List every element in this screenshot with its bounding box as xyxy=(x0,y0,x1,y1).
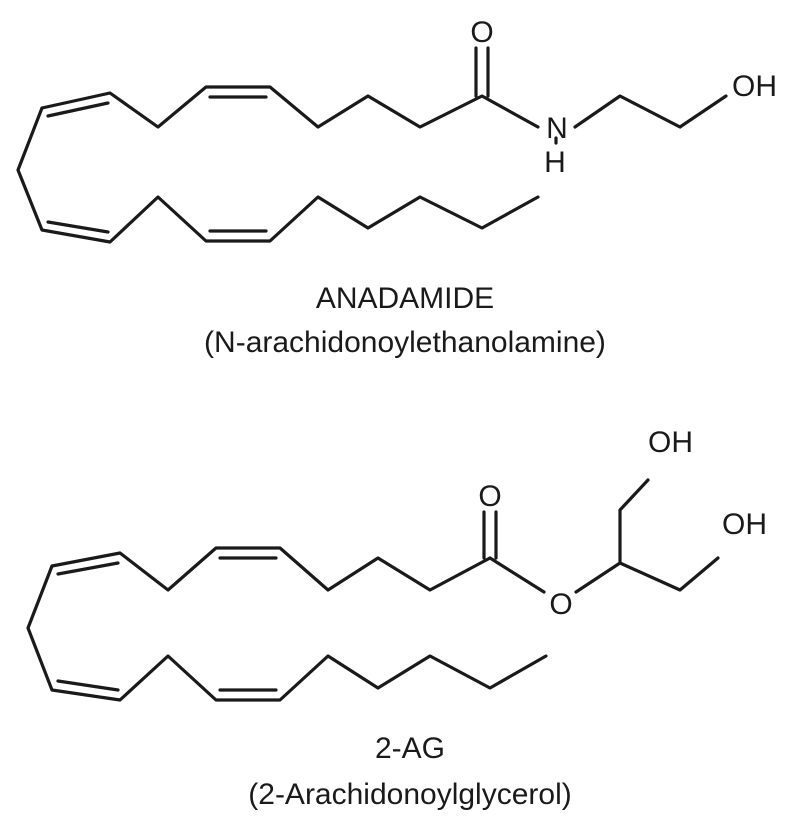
2-ag-structure: O O OH OH 2-AG (2-Arachidonoylglycerol) xyxy=(26,426,767,811)
anandamide-hydroxyl: OH xyxy=(732,70,777,103)
anandamide-tail xyxy=(16,106,540,244)
anandamide-carbonyl-oxygen: O xyxy=(470,16,493,49)
anandamide-amide-nitrogen: N xyxy=(546,112,568,145)
anandamide-amide-hydrogen: H xyxy=(544,146,566,179)
2-ag-double-bond-1 xyxy=(56,561,120,576)
2-ag-ester-oxygen: O xyxy=(549,588,572,621)
anandamide-subtitle: (N-arachidonoylethanolamine) xyxy=(204,326,606,359)
2-ag-subtitle: (2-Arachidonoylglycerol) xyxy=(248,778,571,811)
anandamide-structure: O N H OH ANADAMIDE (N-arachidonoylethano… xyxy=(16,16,777,359)
2-ag-chain xyxy=(50,546,492,592)
anandamide-double-bond-3 xyxy=(46,220,110,234)
anandamide-amide-bonds xyxy=(573,94,728,129)
2-ag-hydroxyl-top: OH xyxy=(648,426,693,459)
anandamide-double-bond-1 xyxy=(46,101,110,118)
2-ag-carbonyl-bond xyxy=(482,510,498,560)
2-ag-double-bond-3 xyxy=(56,679,120,692)
anandamide-chain xyxy=(40,85,540,129)
2-ag-ester-bonds xyxy=(488,478,720,594)
2-ag-carbonyl-oxygen: O xyxy=(478,480,501,513)
2-ag-tail xyxy=(26,564,548,702)
2-ag-hydroxyl-right: OH xyxy=(722,508,767,541)
anandamide-carbonyl-bond xyxy=(474,46,490,98)
anandamide-name: ANADAMIDE xyxy=(316,282,494,315)
2-ag-name: 2-AG xyxy=(375,732,445,765)
